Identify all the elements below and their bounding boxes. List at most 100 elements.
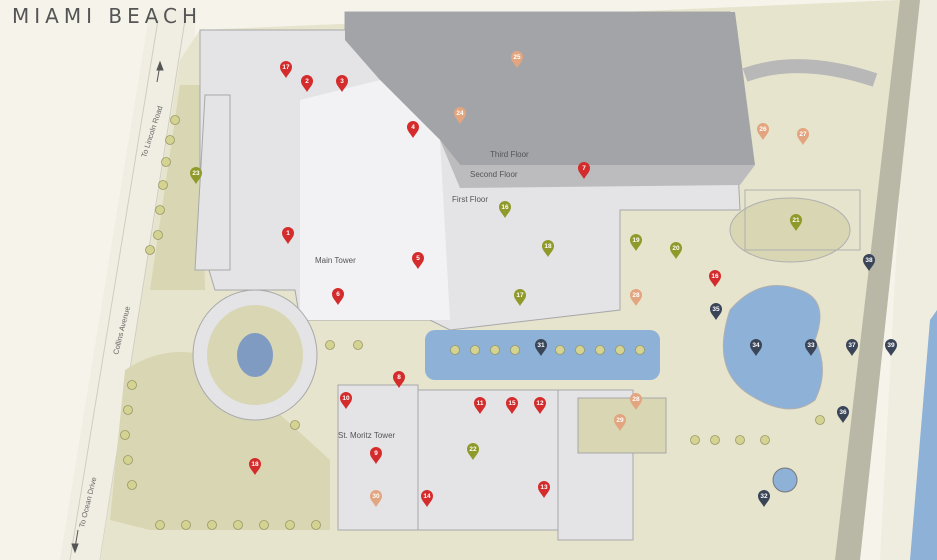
map-pin-marker-icon <box>805 339 817 356</box>
map-pin-number: 19 <box>632 237 640 244</box>
map-pin-7[interactable]: 7 <box>578 162 590 179</box>
map-pin-2[interactable]: 2 <box>301 75 313 92</box>
garden-ring <box>729 197 851 263</box>
map-pin-number: 21 <box>792 217 800 224</box>
map-pin-18[interactable]: 18 <box>249 458 261 475</box>
map-pin-number: 16 <box>501 204 509 211</box>
map-pin-5[interactable]: 5 <box>412 252 424 269</box>
map-pin-28[interactable]: 28 <box>630 289 642 306</box>
map-pin-number: 35 <box>712 306 720 313</box>
map-pin-11[interactable]: 11 <box>474 397 486 414</box>
map-pin-24[interactable]: 24 <box>454 107 466 124</box>
map-pin-marker-icon <box>393 371 405 388</box>
map-pin-marker-icon <box>412 252 424 269</box>
map-pin-number: 28 <box>632 292 640 299</box>
map-pin-15[interactable]: 15 <box>506 397 518 414</box>
map-pin-number: 30 <box>372 493 380 500</box>
map-pin-39[interactable]: 39 <box>885 339 897 356</box>
map-pin-marker-icon <box>538 481 550 498</box>
map-pin-number: 20 <box>672 245 680 252</box>
map-pin-25[interactable]: 25 <box>511 51 523 68</box>
map-pin-marker-icon <box>885 339 897 356</box>
map-pin-marker-icon <box>578 162 590 179</box>
map-pin-number: 2 <box>305 78 309 85</box>
label-st-moritz-tower: St. Moritz Tower <box>338 431 396 440</box>
map-pin-marker-icon <box>535 339 547 356</box>
garden-frame <box>744 189 861 251</box>
map-pin-marker-icon <box>301 75 313 92</box>
map-pin-number: 3 <box>340 78 344 85</box>
map-pin-number: 27 <box>799 131 807 138</box>
map-pin-32[interactable]: 32 <box>758 490 770 507</box>
map-pin-12[interactable]: 12 <box>534 397 546 414</box>
map-pin-3[interactable]: 3 <box>336 75 348 92</box>
map-pin-17[interactable]: 17 <box>514 289 526 306</box>
map-pin-marker-icon <box>790 214 802 231</box>
map-pin-marker-icon <box>506 397 518 414</box>
ocean <box>910 310 937 560</box>
map-pin-19[interactable]: 19 <box>630 234 642 251</box>
boardwalk <box>835 0 920 560</box>
map-pin-marker-icon <box>249 458 261 475</box>
map-pin-30[interactable]: 30 <box>370 490 382 507</box>
map-pin-marker-icon <box>614 414 626 431</box>
map-pin-16[interactable]: 16 <box>709 270 721 287</box>
map-pin-marker-icon <box>499 201 511 218</box>
map-pin-13[interactable]: 13 <box>538 481 550 498</box>
map-pin-29[interactable]: 29 <box>614 414 626 431</box>
courtyard <box>577 397 667 454</box>
map-pin-18[interactable]: 18 <box>542 240 554 257</box>
map-pin-8[interactable]: 8 <box>393 371 405 388</box>
map-pin-37[interactable]: 37 <box>846 339 858 356</box>
map-pin-23[interactable]: 23 <box>190 167 202 184</box>
map-pin-marker-icon <box>421 490 433 507</box>
map-pin-4[interactable]: 4 <box>407 121 419 138</box>
map-pin-36[interactable]: 36 <box>837 406 849 423</box>
map-pin-22[interactable]: 22 <box>467 443 479 460</box>
map-pin-marker-icon <box>511 51 523 68</box>
map-pin-17[interactable]: 17 <box>280 61 292 78</box>
map-pin-1[interactable]: 1 <box>282 227 294 244</box>
map-pin-21[interactable]: 21 <box>790 214 802 231</box>
map-pin-marker-icon <box>190 167 202 184</box>
map-pin-marker-icon <box>370 447 382 464</box>
map-pin-28[interactable]: 28 <box>630 393 642 410</box>
map-pin-16[interactable]: 16 <box>499 201 511 218</box>
map-pin-number: 11 <box>477 400 484 407</box>
map-pin-33[interactable]: 33 <box>805 339 817 356</box>
map-pin-number: 18 <box>544 243 552 250</box>
map-pin-marker-icon <box>407 121 419 138</box>
map-pin-number: 33 <box>807 342 815 349</box>
map-pin-marker-icon <box>797 128 809 145</box>
map-pin-marker-icon <box>454 107 466 124</box>
map-pin-34[interactable]: 34 <box>750 339 762 356</box>
map-pin-number: 12 <box>536 400 544 407</box>
map-pin-20[interactable]: 20 <box>670 242 682 259</box>
map-pin-27[interactable]: 27 <box>797 128 809 145</box>
street-arrows <box>71 60 164 554</box>
map-pin-number: 25 <box>513 54 521 61</box>
map-pin-marker-icon <box>630 393 642 410</box>
map-pin-number: 7 <box>582 165 586 172</box>
map-pin-marker-icon <box>514 289 526 306</box>
map-pin-marker-icon <box>670 242 682 259</box>
map-pin-number: 24 <box>456 110 464 117</box>
map-pin-number: 29 <box>616 417 624 424</box>
left-garden <box>150 85 205 290</box>
map-pin-38[interactable]: 38 <box>863 254 875 271</box>
map-pin-marker-icon <box>340 392 352 409</box>
label-third-floor: Third Floor <box>490 150 529 159</box>
map-pin-14[interactable]: 14 <box>421 490 433 507</box>
map-pin-26[interactable]: 26 <box>757 123 769 140</box>
left-tower <box>194 94 231 271</box>
map-pin-31[interactable]: 31 <box>535 339 547 356</box>
map-pin-marker-icon <box>332 288 344 305</box>
map-pin-6[interactable]: 6 <box>332 288 344 305</box>
shrubs <box>120 115 825 530</box>
map-pin-10[interactable]: 10 <box>340 392 352 409</box>
map-pin-35[interactable]: 35 <box>710 303 722 320</box>
map-pin-9[interactable]: 9 <box>370 447 382 464</box>
map-pin-marker-icon <box>863 254 875 271</box>
